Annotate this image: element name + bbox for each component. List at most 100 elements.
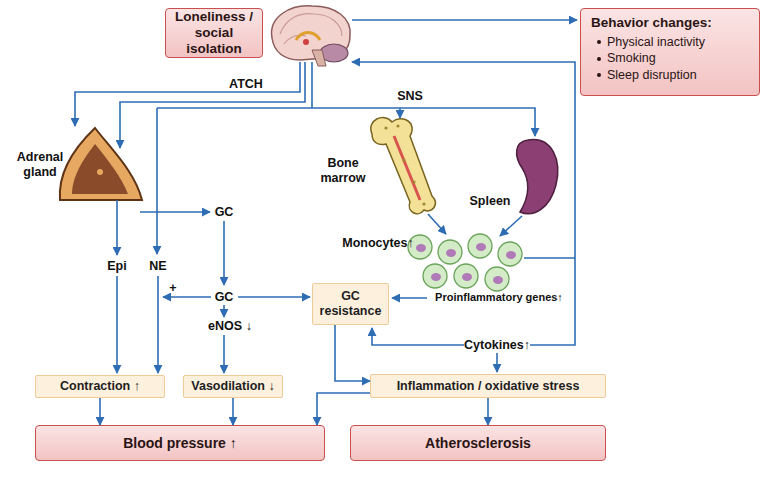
box-text: Atherosclerosis <box>425 435 531 451</box>
hormone-label: GC <box>215 290 234 305</box>
flow-connector <box>99 398 101 425</box>
hypothalamus <box>303 39 309 45</box>
enzyme-label: eNOS ↓ <box>208 319 252 334</box>
sns-arrow <box>157 108 535 136</box>
text-row: Sleep disruption <box>597 67 697 83</box>
monocyte-cell <box>485 267 509 291</box>
spleen-illustration <box>517 140 558 214</box>
adrenal-cortex <box>60 128 142 200</box>
pathway-label: SNS <box>397 89 423 104</box>
outcome-box: Atherosclerosis <box>350 425 606 461</box>
monocyte-nucleus <box>462 273 472 281</box>
list-item: Sleep disruption <box>607 67 697 83</box>
pathway-label: ATCH <box>229 77 263 92</box>
organ-label: Adrenal gland <box>9 150 71 180</box>
acth-arrow <box>75 62 300 126</box>
effect-box: Vasodilation ↓ <box>183 375 283 398</box>
potentiation-arrow <box>163 296 211 298</box>
marrow-dot <box>412 180 415 183</box>
effect-box: Inflammation / oxidative stress <box>370 374 606 398</box>
monocyte-nucleus <box>431 273 441 281</box>
outcome-box: Blood pressure ↑ <box>35 425 325 461</box>
organ-label: Bone marrow <box>317 156 369 186</box>
text-row: Inflammation / oxidative stress <box>397 379 580 394</box>
adrenal-spot <box>97 169 103 175</box>
cause-box: Loneliness / social isolation <box>165 8 263 58</box>
hormone-label: Epi <box>107 259 126 274</box>
release-arrow <box>428 214 446 234</box>
cell-label: Monocytes↑ <box>342 236 414 251</box>
box-text: Vasodilation ↓ <box>191 379 274 393</box>
cytokine-arrow <box>372 328 464 345</box>
box-text: Inflammation / oxidative stress <box>397 379 580 393</box>
monocyte-nucleus <box>506 251 516 259</box>
sign-label: + <box>169 281 176 296</box>
monocyte-cell <box>454 264 478 288</box>
flow-connector <box>232 398 234 425</box>
adrenal-medulla <box>72 144 128 194</box>
limbic-structure <box>296 33 320 41</box>
box-text: GC resistance <box>320 289 382 318</box>
text-row: Loneliness / social isolation <box>166 9 262 58</box>
hormone-label: NE <box>149 259 166 274</box>
box-text: Loneliness / social isolation <box>175 9 253 56</box>
gc-arrow <box>140 211 210 213</box>
box-text: Contraction ↑ <box>60 379 140 393</box>
text-row: Behavior changes: <box>591 15 712 31</box>
text-row: Physical inactivity <box>597 34 705 50</box>
gc-arrow <box>223 221 225 285</box>
bone-outline <box>371 118 436 214</box>
behavior-arrow <box>352 19 577 21</box>
epi-arrow <box>116 276 118 373</box>
feedback-line <box>524 257 575 259</box>
box-text: Behavior changes: <box>591 15 712 30</box>
flow-connector <box>335 325 370 381</box>
list-item: Physical inactivity <box>607 34 705 50</box>
text-row: Smoking <box>597 50 656 66</box>
acth-arrow <box>120 62 305 148</box>
gc-arrow <box>238 296 310 298</box>
marrow-dot <box>396 124 399 127</box>
text-row: Contraction ↑ <box>60 379 140 394</box>
bullet-dot <box>597 40 601 44</box>
enos-arrow <box>223 305 225 317</box>
list-item: Smoking <box>607 50 656 66</box>
monocyte-cell <box>498 242 522 266</box>
text-row: GC resistance <box>313 289 388 319</box>
brain-illustration <box>272 6 351 66</box>
marrow-dot <box>422 202 425 205</box>
text-row: Blood pressure ↑ <box>123 435 237 452</box>
marrow-dot <box>402 158 405 161</box>
brain-gyrus <box>284 35 306 44</box>
monocyte-cell <box>423 264 447 288</box>
monocyte-nucleus <box>476 243 486 251</box>
epi-arrow <box>116 200 118 255</box>
bullet-dot <box>597 73 601 77</box>
release-arrow <box>500 216 522 236</box>
cytokine-label: Cytokines↑ <box>464 338 530 353</box>
text-row: Vasodilation ↓ <box>191 379 274 394</box>
sns-line <box>311 62 313 108</box>
marrow-dot <box>384 126 387 129</box>
hormone-label: GC <box>215 205 234 220</box>
monocyte-cell <box>438 240 462 264</box>
adrenal-illustration <box>60 128 142 200</box>
flow-connector <box>317 393 370 425</box>
monocyte-nucleus <box>493 276 503 284</box>
bullet-dot <box>597 57 601 61</box>
monocyte-cluster <box>408 234 522 291</box>
genes-arrow <box>392 297 427 299</box>
pathway-arrows <box>75 20 577 373</box>
enos-arrow <box>223 335 225 373</box>
monocyte-nucleus <box>416 244 426 252</box>
marrow-vessel <box>394 136 420 200</box>
brainstem <box>312 50 326 66</box>
gene-label: Proinflammatory genes↑ <box>435 291 563 304</box>
sns-arrow <box>399 108 401 118</box>
monocyte-nucleus <box>446 249 456 257</box>
sns-arrow <box>156 108 158 254</box>
mechanism-box: GC resistance <box>312 283 389 325</box>
behavior-box: Behavior changes: Physical inactivitySmok… <box>580 8 760 96</box>
